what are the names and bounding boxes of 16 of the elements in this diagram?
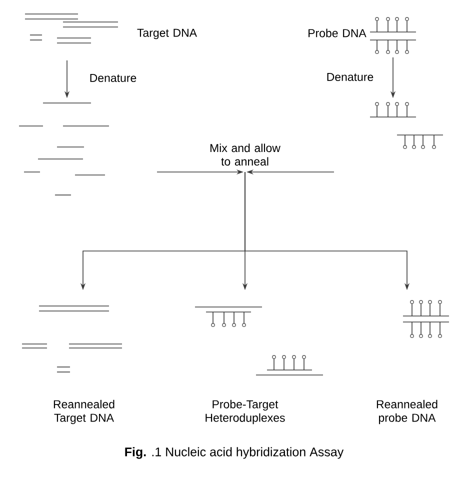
step-label: Mix and allow to anneal: [210, 144, 280, 166]
dna-strands-drawing: [402, 300, 450, 338]
dna-label: Probe DNA: [308, 28, 366, 38]
dna-label: Probe-Target Heteroduplexes: [206, 400, 285, 424]
dna-label: Target DNA: [137, 28, 197, 40]
caption: Fig. .1 Nucleic acid hybridization Assay: [125, 447, 344, 459]
dna-strands-drawing: [194, 306, 324, 376]
dna-strands-drawing: [22, 306, 122, 372]
dna-strands-drawing: [370, 17, 416, 54]
edge-label: Denature: [88, 73, 138, 83]
dna-label: Reannealed Target DNA: [54, 400, 114, 424]
edge-label: Denature: [325, 72, 375, 82]
dna-strands-drawing: [370, 102, 444, 149]
dna-label: Reannealed probe DNA: [376, 400, 438, 424]
dna-strands-drawing: [24, 14, 118, 44]
dna-strands-drawing: [18, 102, 110, 196]
